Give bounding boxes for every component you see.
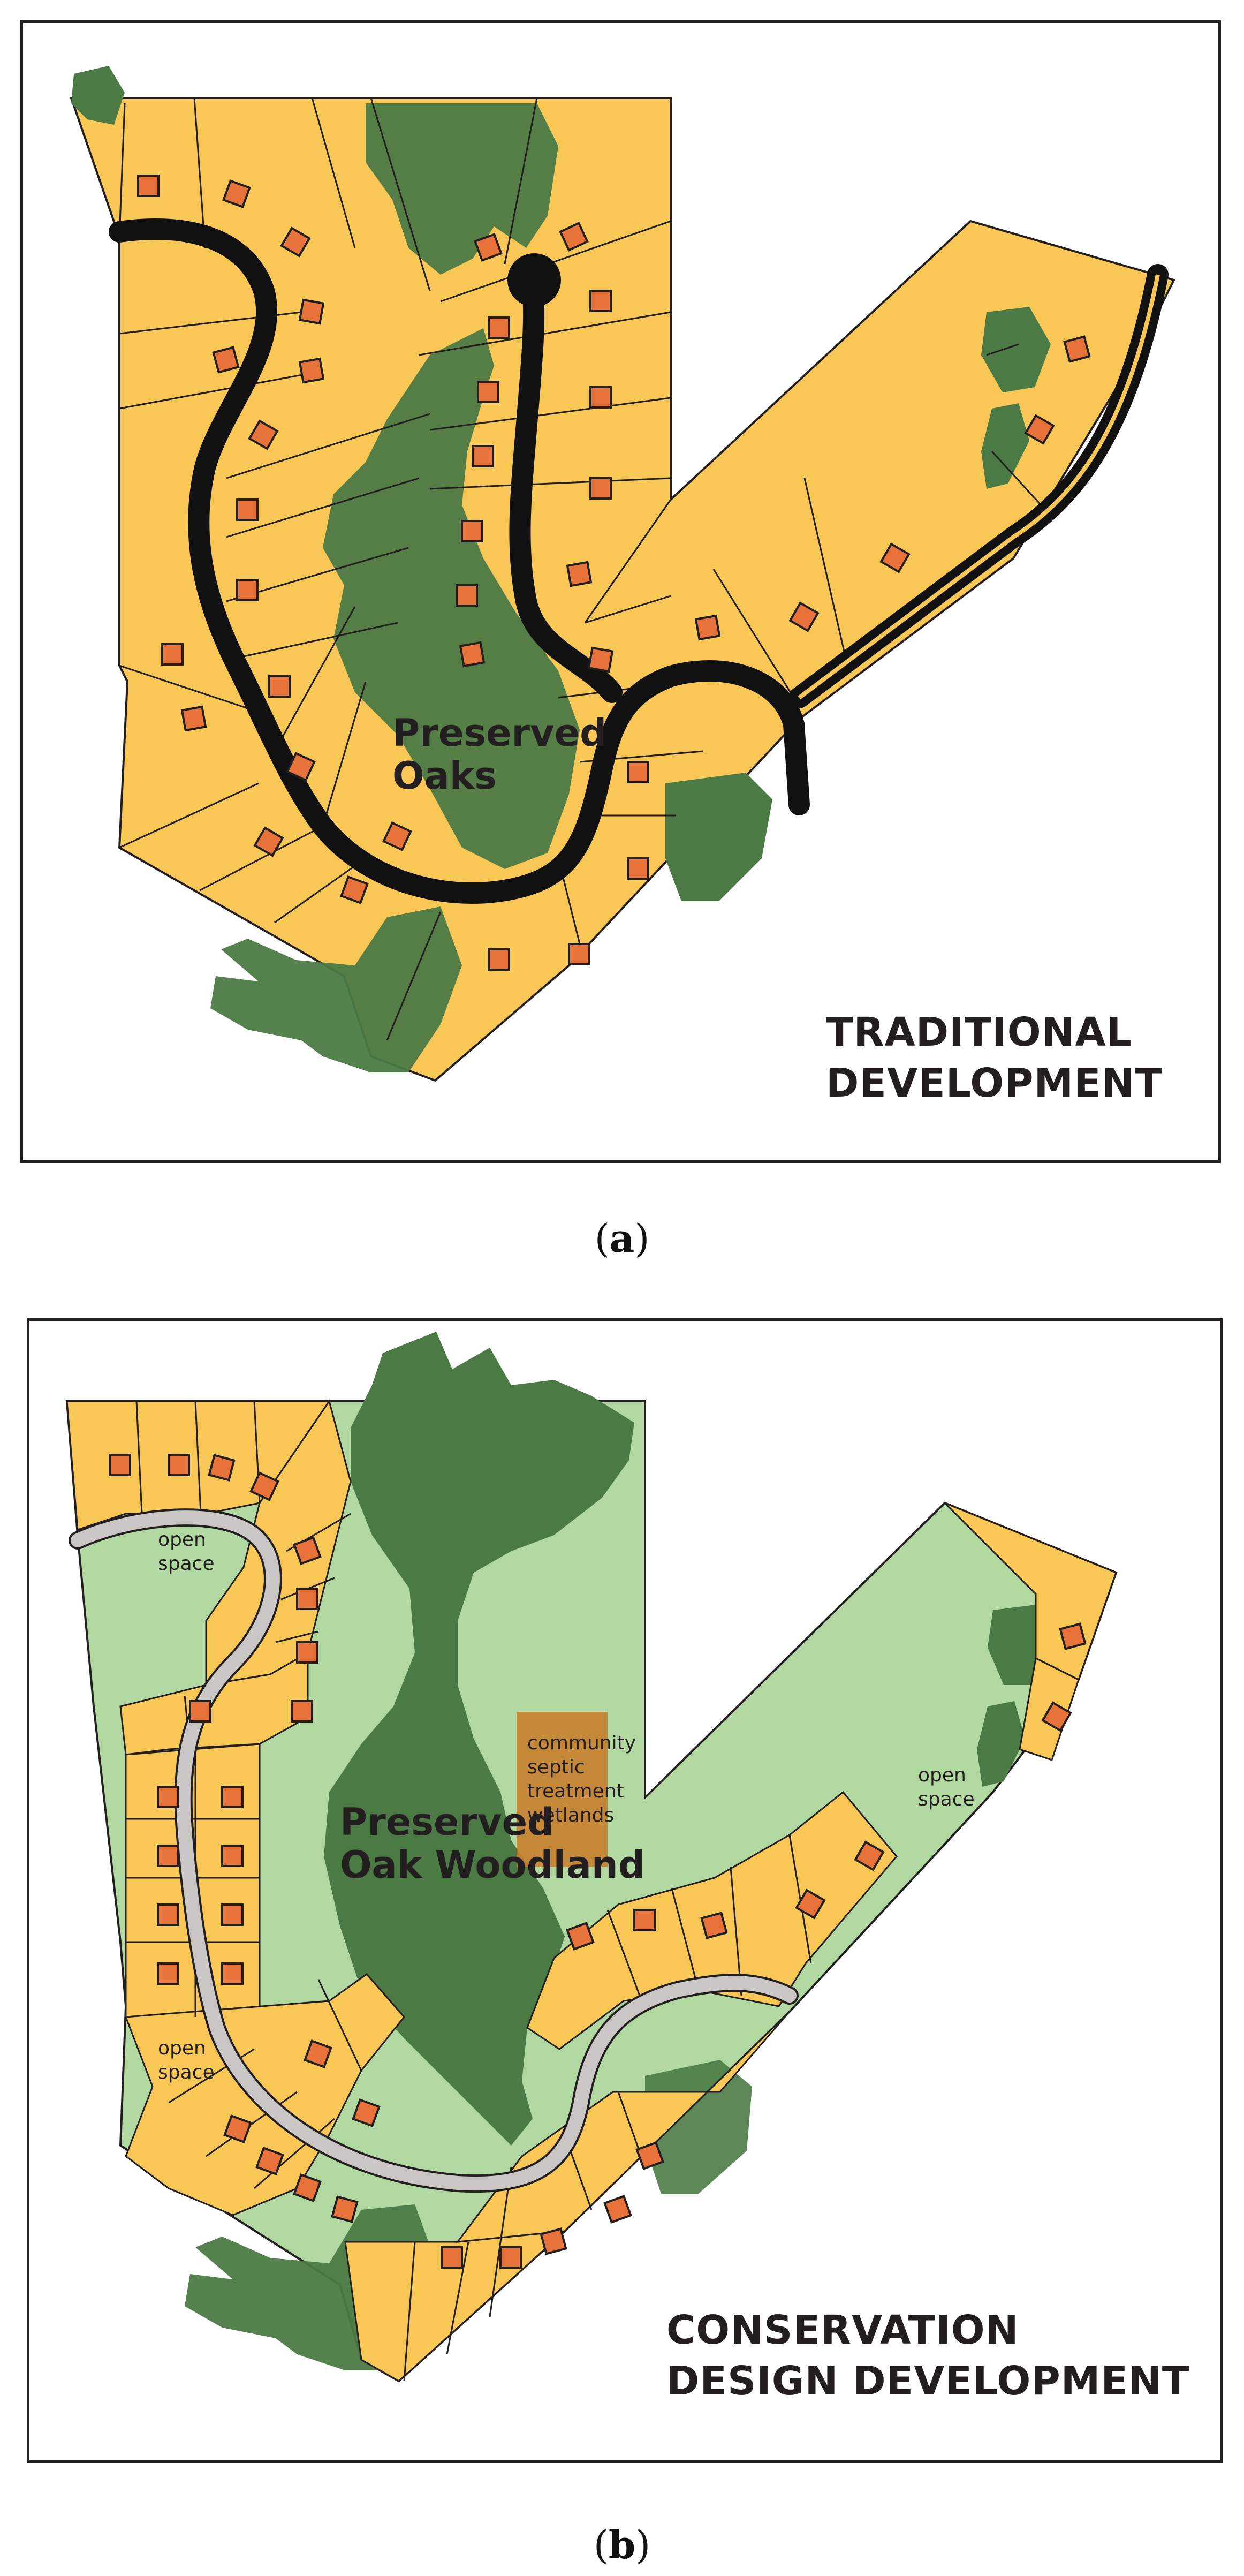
open-space-label-2b: space: [158, 2061, 215, 2083]
lot-dividers: [126, 1401, 812, 2382]
septic-label-2: septic: [527, 1756, 585, 1778]
open-space-label-1b: space: [158, 1553, 215, 1575]
caption-b: (b): [593, 2522, 651, 2567]
preserved-oaks-area: [323, 328, 580, 869]
septic-label-3: treatment: [527, 1780, 624, 1802]
open-space-label-3a: open: [918, 1764, 966, 1786]
open-space-label-1a: open: [158, 1529, 206, 1551]
oak-patch-top: [366, 103, 558, 275]
preserved-oak-woodland: [324, 1332, 634, 2146]
panel-a-title-line-1: TRADITIONAL: [826, 1009, 1132, 1055]
oak-woodland-label-2: Oak Woodland: [340, 1843, 645, 1887]
oak-patch-corner: [71, 66, 125, 125]
houses: [137, 175, 1091, 971]
conservation-design-panel: open space open space open space communi…: [27, 1318, 1223, 2463]
road-highlight: [798, 274, 1160, 700]
oak-patch-east-small: [977, 1701, 1025, 1787]
panel-b-title-line-2: DESIGN DEVELOPMENT: [666, 2358, 1189, 2404]
traditional-map: Preserved Oaks TRADITIONAL DEVELOPMENT: [70, 66, 1175, 1106]
road-surface: [71, 1510, 797, 2191]
open-space-label-2a: open: [158, 2037, 206, 2059]
oak-patch-southeast: [665, 773, 772, 901]
conservation-map: open space open space open space communi…: [65, 1332, 1189, 2404]
oak-patch-east: [981, 307, 1051, 392]
cul-de-sac: [507, 253, 561, 307]
preserved-oaks-label-1: Preserved: [392, 711, 606, 755]
traditional-development-panel: Preserved Oaks TRADITIONAL DEVELOPMENT: [20, 20, 1221, 1163]
septic-label-1: community: [527, 1732, 636, 1754]
septic-wetlands-area: [517, 1712, 608, 1867]
open-space-label-3b: space: [918, 1788, 975, 1810]
panel-b-title-line-1: CONSERVATION: [666, 2307, 1019, 2353]
oak-patch-south: [210, 906, 462, 1072]
septic-label-4: wetlands: [527, 1804, 614, 1826]
preserved-oaks-label-2: Oaks: [392, 754, 497, 798]
oak-patch-east-small: [981, 403, 1029, 489]
houses: [109, 1454, 1087, 2269]
lot-lines: [118, 97, 1052, 1041]
caption-a: (a): [594, 1215, 650, 1261]
oak-woodland-label-1: Preserved: [340, 1800, 554, 1844]
panel-a-title-line-2: DEVELOPMENT: [826, 1060, 1163, 1106]
